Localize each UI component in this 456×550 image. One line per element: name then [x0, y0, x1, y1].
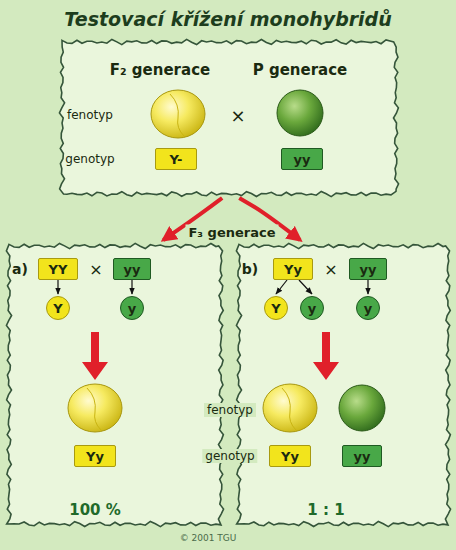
genotype-box: yy [113, 258, 151, 280]
panel-text: × [230, 105, 245, 126]
genotype-label: Yy [284, 263, 302, 276]
panel-text: × [89, 260, 102, 279]
panel-text: 100 % [69, 501, 121, 519]
row-label: F₃ generace [185, 225, 278, 240]
gamete-arrow [57, 280, 58, 294]
genotype-label: yy [294, 153, 311, 166]
genotype-box: Yy [269, 445, 311, 467]
panel-text: 1 : 1 [307, 501, 344, 519]
panel-outline [5, 242, 225, 528]
gamete-circle: y [300, 296, 324, 320]
gamete-circle: Y [46, 296, 70, 320]
genotype-box: yy [349, 258, 387, 280]
panel-text: fenotyp [67, 108, 113, 122]
genotype-box: YY [38, 258, 78, 280]
panel-text: b) [242, 261, 258, 277]
genotype-label: yy [124, 263, 141, 276]
yellow-pea [151, 90, 205, 138]
genotype-label: yy [360, 263, 377, 276]
allele-label: y [364, 302, 372, 315]
allele-label: y [128, 302, 136, 315]
genotype-label: Y- [170, 153, 183, 166]
row-label: fenotyp [204, 403, 256, 417]
panel-text: × [324, 260, 337, 279]
gamete-arrow [367, 280, 368, 294]
gamete-circle: y [356, 296, 380, 320]
yellow-pea [263, 384, 317, 432]
genotype-label: YY [49, 263, 68, 276]
panel-outline [236, 243, 450, 526]
gamete-circle: y [120, 296, 144, 320]
panel-outline [59, 39, 398, 196]
panel-outline [6, 243, 223, 526]
gamete-circle: Y [264, 296, 288, 320]
cross-panel: F₂ generace P generace fenotyp genotyp × Y-yy [58, 38, 400, 198]
cross-panel: a)×100 %YYyyYyYy [5, 242, 225, 528]
green-pea [277, 90, 323, 136]
title: Testovací křížení monohybridů [64, 8, 392, 30]
genotype-label: yy [354, 450, 371, 463]
gamete-arrow [131, 280, 132, 294]
genotype-box: Y- [155, 148, 197, 170]
green-pea [339, 385, 385, 431]
panel-outline [235, 242, 452, 528]
row-label: genotyp [202, 449, 257, 463]
allele-label: Y [271, 302, 280, 315]
genotype-box: yy [342, 445, 382, 467]
genotype-label: Yy [281, 450, 299, 463]
genotype-box: Yy [273, 258, 313, 280]
genotype-box: yy [281, 148, 323, 170]
panel-text: genotyp [65, 152, 114, 166]
allele-label: y [308, 302, 316, 315]
panel-text: a) [12, 261, 28, 277]
copyright-note: © 2001 TGU [180, 533, 237, 543]
genotype-label: Yy [86, 450, 104, 463]
panel-text: P generace [253, 61, 348, 79]
panel-text: F₂ generace [110, 61, 210, 79]
genotype-box: Yy [74, 445, 116, 467]
allele-label: Y [53, 302, 62, 315]
cross-panel: b)×1 : 1YyyyYyyYyyy [235, 242, 452, 528]
yellow-pea [68, 384, 122, 432]
